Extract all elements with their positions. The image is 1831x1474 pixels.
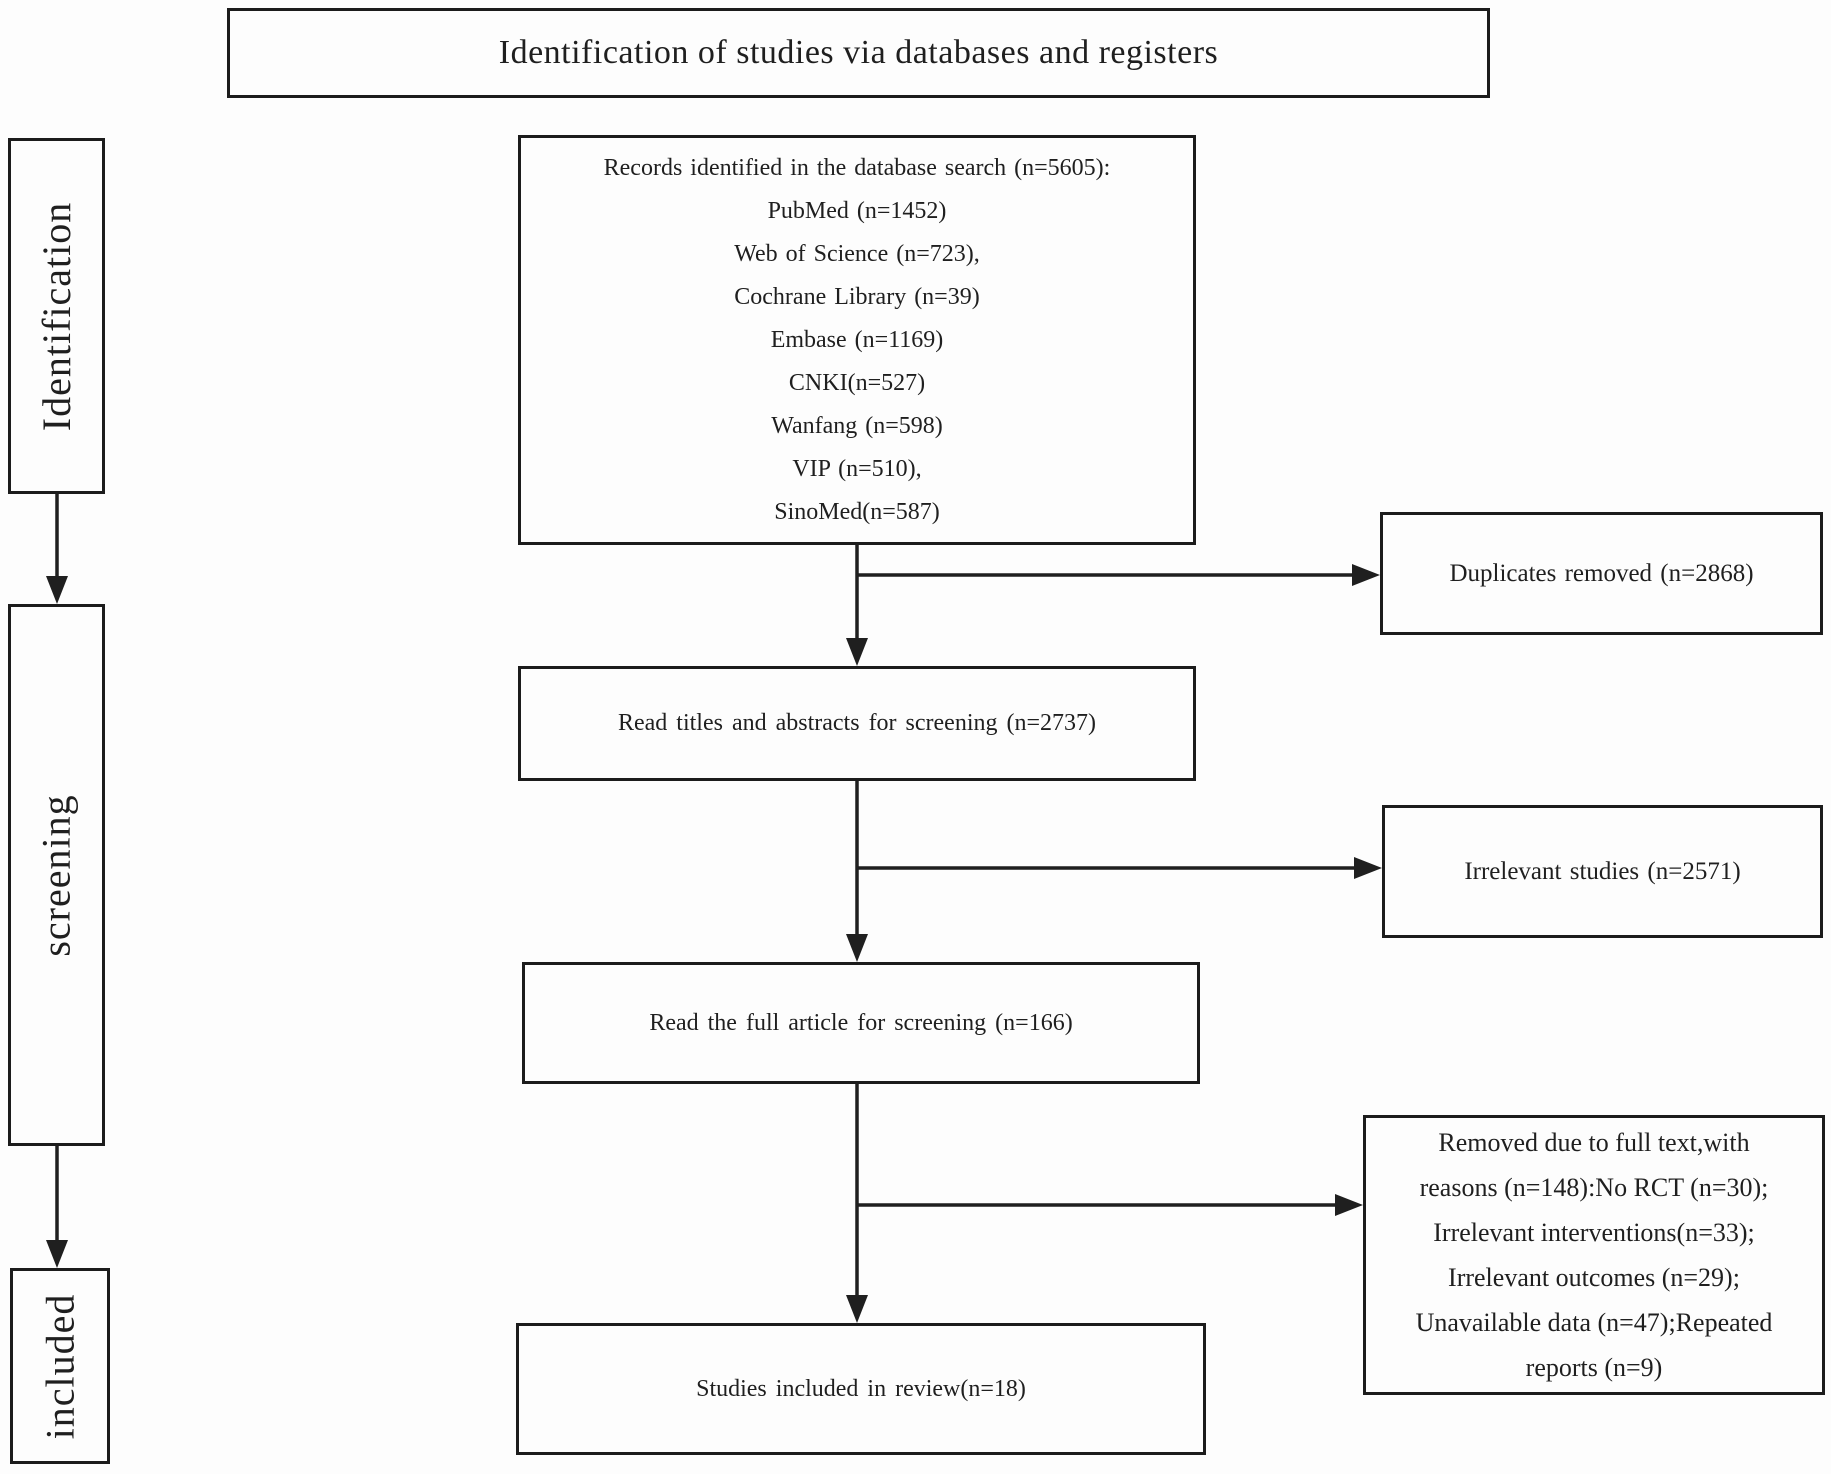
studies-included-box: Studies included in review(n=18) (516, 1323, 1206, 1455)
stage-label-included: included (37, 1293, 83, 1439)
removed-reason-line: reports (n=9) (1525, 1353, 1663, 1382)
full-article-screening-text: Read the full article for screening (n=1… (649, 1009, 1073, 1036)
arrow-to-irrelevant-head (1354, 857, 1382, 879)
records-line: SinoMed(n=587) (774, 498, 940, 525)
records-line: Web of Science (n=723), (734, 240, 980, 267)
studies-included-text: Studies included in review(n=18) (696, 1375, 1026, 1402)
removed-reason-line: Removed due to full text,with (1438, 1128, 1750, 1157)
removed-reason-line: Irrelevant interventions(n=33); (1433, 1218, 1755, 1247)
stage-box-included: included (10, 1268, 110, 1464)
stage-label-screening: screening (34, 793, 80, 957)
stage-box-screening: screening (8, 604, 105, 1146)
stage-box-identification: Identification (8, 138, 105, 494)
titles-abstracts-screening-text: Read titles and abstracts for screening … (617, 710, 1097, 736)
irrelevant-studies-text: Irrelevant studies (n=2571) (1464, 857, 1741, 885)
arrow-full-to-included-head (846, 1295, 868, 1323)
titles-abstracts-screening-box: Read titles and abstracts for screening … (518, 666, 1196, 781)
removed-full-text-reasons-box: Removed due to full text,with reasons (n=… (1363, 1115, 1825, 1395)
stage-label-identification: Identification (34, 201, 79, 431)
arrow-records-to-titles-head (846, 638, 868, 666)
removed-reason-line: Unavailable data (n=47);Repeated (1415, 1308, 1773, 1337)
diagram-title: Identification of studies via databases … (498, 34, 1219, 71)
arrow-to-duplicates-head (1352, 564, 1380, 586)
records-line: CNKI(n=527) (788, 369, 926, 396)
records-line: Records identified in the database searc… (603, 154, 1111, 181)
records-line: Wanfang (n=598) (771, 412, 943, 439)
removed-reason-line: reasons (n=148):No RCT (n=30); (1419, 1173, 1769, 1202)
full-article-screening-box: Read the full article for screening (n=1… (522, 962, 1200, 1084)
records-line: PubMed (n=1452) (767, 197, 947, 224)
duplicates-removed-box: Duplicates removed (n=2868) (1380, 512, 1823, 635)
removed-reason-line: Irrelevant outcomes (n=29); (1448, 1263, 1740, 1292)
records-line: VIP (n=510), (792, 455, 922, 482)
arrow-titles-to-full-head (846, 934, 868, 962)
arrow-screening-to-included-head (46, 1240, 68, 1268)
arrow-to-removed-head (1335, 1194, 1363, 1216)
records-identified-box: Records identified in the database searc… (518, 135, 1196, 545)
records-line: Cochrane Library (n=39) (734, 283, 980, 310)
arrow-identification-to-screening-head (46, 576, 68, 604)
diagram-title-box: Identification of studies via databases … (227, 8, 1490, 98)
irrelevant-studies-box: Irrelevant studies (n=2571) (1382, 805, 1823, 938)
records-line: Embase (n=1169) (770, 326, 944, 353)
duplicates-removed-text: Duplicates removed (n=2868) (1449, 559, 1754, 587)
